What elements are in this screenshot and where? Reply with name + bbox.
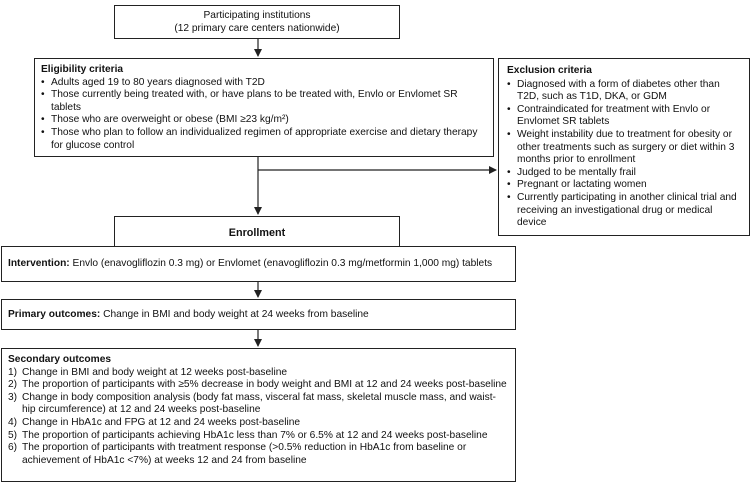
secondary-item-text: The proportion of participants with ≥5% … bbox=[22, 379, 507, 391]
enrollment-box: Enrollment bbox=[114, 216, 400, 250]
exclusion-item: Diagnosed with a form of diabetes other … bbox=[507, 79, 743, 104]
exclusion-item: Currently participating in another clini… bbox=[507, 192, 743, 230]
exclusion-item: Judged to be mentally frail bbox=[507, 167, 743, 180]
secondary-item: 3) Change in body composition analysis (b… bbox=[8, 392, 509, 417]
secondary-item-text: Change in BMI and body weight at 12 week… bbox=[22, 366, 288, 378]
secondary-item: 6) The proportion of participants with tr… bbox=[8, 442, 509, 467]
exclusion-list: Diagnosed with a form of diabetes other … bbox=[507, 79, 743, 230]
secondary-outcomes-box: Secondary outcomes 1) Change in BMI and b… bbox=[1, 348, 516, 482]
exclusion-title: Exclusion criteria bbox=[507, 65, 592, 76]
secondary-item: 5) The proportion of participants achievi… bbox=[8, 430, 509, 443]
primary-outcomes-box: Primary outcomes: Change in BMI and body… bbox=[1, 299, 516, 330]
exclusion-item: Contraindicated for treatment with Envlo… bbox=[507, 104, 743, 129]
secondary-list: 1) Change in BMI and body weight at 12 we… bbox=[8, 367, 509, 468]
secondary-item-text: The proportion of participants with trea… bbox=[22, 442, 467, 466]
primary-label: Primary outcomes: bbox=[8, 309, 101, 320]
secondary-item-number: 5) bbox=[8, 429, 18, 441]
secondary-item: 1) Change in BMI and body weight at 12 we… bbox=[8, 367, 509, 380]
exclusion-item: Weight instability due to treatment for … bbox=[507, 129, 743, 167]
eligibility-item: Those who plan to follow an individualiz… bbox=[41, 127, 487, 152]
secondary-item-number: 1) bbox=[8, 366, 18, 378]
intervention-outline: Intervention: Envlo (enavogliflozin 0.3 … bbox=[1, 246, 516, 282]
eligibility-criteria-box: Eligibility criteria Adults aged 19 to 8… bbox=[34, 58, 494, 157]
eligibility-item: Those who are overweight or obese (BMI ≥… bbox=[41, 114, 487, 127]
participating-line1: Participating institutions bbox=[203, 10, 311, 21]
secondary-item-text: Change in body composition analysis (bod… bbox=[22, 391, 496, 416]
exclusion-item: Pregnant or lactating women bbox=[507, 179, 743, 192]
eligibility-title: Eligibility criteria bbox=[41, 64, 124, 75]
participating-institutions-box: Participating institutions (12 primary c… bbox=[114, 5, 400, 39]
secondary-item-text: Change in HbA1c and FPG at 12 and 24 wee… bbox=[22, 416, 301, 428]
intervention-text: Envlo (enavogliflozin 0.3 mg) or Envlome… bbox=[69, 258, 493, 269]
secondary-title: Secondary outcomes bbox=[8, 354, 112, 365]
eligibility-list: Adults aged 19 to 80 years diagnosed wit… bbox=[41, 77, 487, 153]
secondary-item: 4) Change in HbA1c and FPG at 12 and 24 w… bbox=[8, 417, 509, 430]
secondary-item-text: The proportion of participants achieving… bbox=[22, 429, 488, 441]
primary-text: Change in BMI and body weight at 24 week… bbox=[100, 309, 369, 320]
participating-line2: (12 primary care centers nationwide) bbox=[174, 22, 340, 34]
enrollment-label: Enrollment bbox=[228, 227, 286, 239]
eligibility-item: Those currently being treated with, or h… bbox=[41, 89, 487, 114]
intervention-label: Intervention: bbox=[8, 258, 70, 269]
secondary-item-number: 3) bbox=[8, 391, 18, 403]
secondary-item-number: 4) bbox=[8, 416, 18, 428]
secondary-item-number: 2) bbox=[8, 379, 18, 391]
eligibility-item: Adults aged 19 to 80 years diagnosed wit… bbox=[41, 77, 487, 90]
exclusion-criteria-box: Exclusion criteria Diagnosed with a form… bbox=[498, 58, 750, 236]
secondary-item-number: 6) bbox=[8, 442, 18, 454]
secondary-item: 2) The proportion of participants with ≥5… bbox=[8, 379, 509, 392]
